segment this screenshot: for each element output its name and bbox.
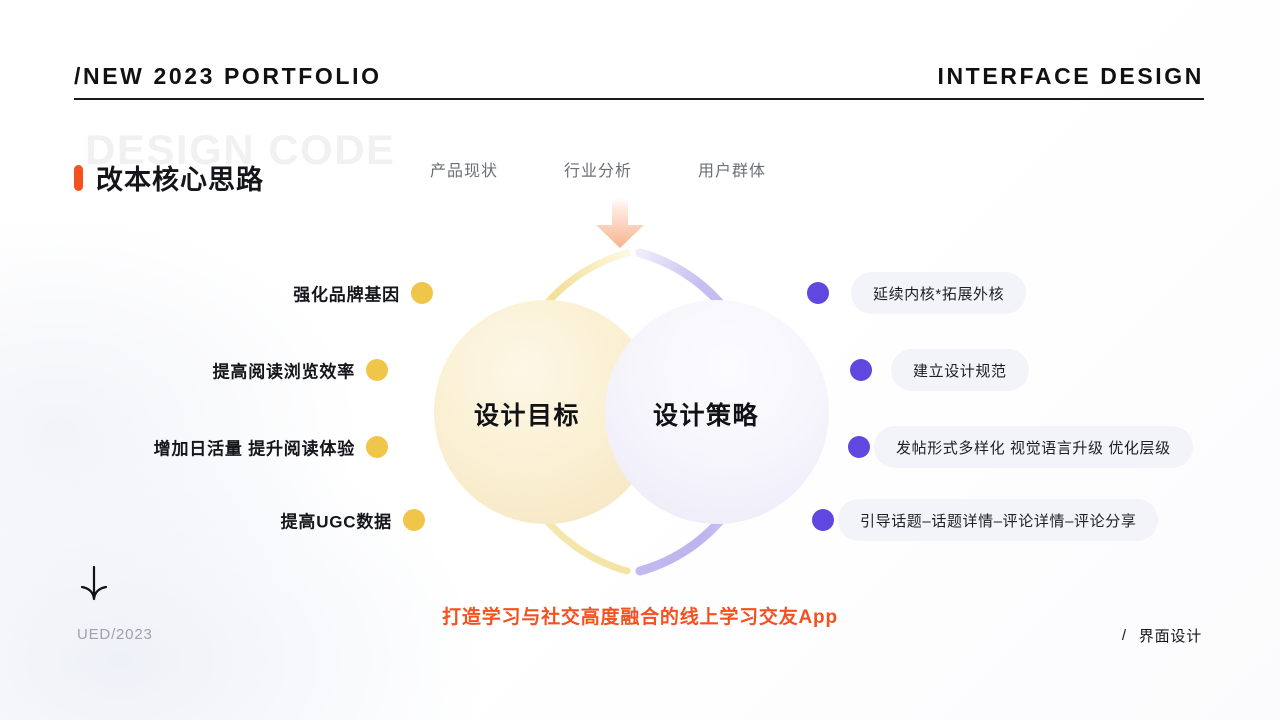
venn-label-design-strategy: 设计策略 (653, 402, 760, 430)
section-tabs: 产品现状 行业分析 用户群体 (430, 157, 766, 181)
right-node-dot-1 (807, 282, 829, 304)
slide-header: /NEW 2023 PORTFOLIO INTERFACE DESIGN (74, 56, 1204, 100)
footer-left-text: UED/2023 (77, 626, 153, 643)
header-divider (74, 98, 1204, 100)
tab-user-group[interactable]: 用户群体 (698, 163, 767, 180)
right-item-pill-4[interactable]: 引导话题–话题详情–评论详情–评论分享 (838, 499, 1159, 541)
right-item-pill-2[interactable]: 建立设计规范 (891, 349, 1029, 391)
page-title: 改本核心思路 (74, 158, 264, 197)
title-bullet-marker (74, 164, 83, 191)
venn-label-design-goal: 设计目标 (474, 402, 581, 430)
right-node-dot-3 (848, 436, 870, 458)
left-item-label-4: 提高UGC数据 (280, 512, 392, 532)
header-left-title: /NEW 2023 PORTFOLIO (74, 63, 382, 89)
footer-slash: / (1121, 627, 1127, 644)
header-right-title: INTERFACE DESIGN (937, 63, 1204, 89)
tab-industry-analysis[interactable]: 行业分析 (564, 163, 633, 180)
right-node-dot-4 (812, 509, 834, 531)
down-arrow-icon (80, 566, 108, 601)
footer-right-text: 界面设计 (1138, 628, 1202, 645)
gradient-down-arrow-icon (596, 198, 644, 248)
left-node-dot-1 (411, 282, 433, 304)
watermark-text: DESIGN CODE (85, 126, 396, 173)
left-node-dot-3 (366, 436, 388, 458)
left-node-dot-4 (403, 509, 425, 531)
page-title-label: 改本核心思路 (96, 165, 264, 195)
left-item-label-2: 提高阅读浏览效率 (212, 362, 355, 382)
left-item-label-1: 强化品牌基因 (293, 285, 400, 305)
title-block: DESIGN CODE 改本核心思路 (74, 126, 504, 208)
footer-right: / 界面设计 (1122, 625, 1202, 646)
right-item-pill-1[interactable]: 延续内核*拓展外核 (851, 272, 1027, 314)
right-item-pill-3[interactable]: 发帖形式多样化 视觉语言升级 优化层级 (874, 426, 1193, 468)
right-node-dot-2 (850, 359, 872, 381)
left-item-label-3: 增加日活量 提升阅读体验 (153, 439, 355, 459)
tab-product-status[interactable]: 产品现状 (430, 163, 499, 180)
left-node-dot-2 (366, 359, 388, 381)
tagline-text: 打造学习与社交高度融合的线上学习交友App (442, 607, 838, 628)
